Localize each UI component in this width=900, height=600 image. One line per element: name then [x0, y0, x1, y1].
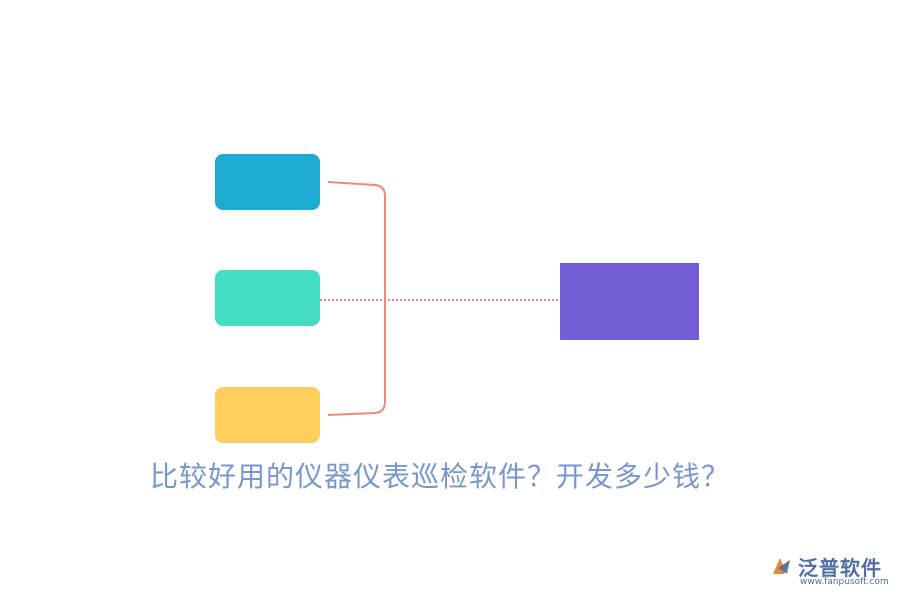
node-middle-box [215, 270, 320, 326]
caption-title: 比较好用的仪器仪表巡检软件？开发多少钱？ [149, 460, 730, 493]
logo-url: www.fanpusoft.com [800, 577, 889, 587]
target-box [560, 263, 699, 340]
node-bottom-box [215, 387, 320, 443]
bracket-connector [327, 181, 386, 416]
brand-logo: 泛普软件 www.fanpusoft.com [770, 552, 895, 592]
logo-name: 泛普软件 [798, 556, 882, 580]
fanpu-logo-icon [773, 558, 790, 574]
node-top-box [215, 154, 320, 210]
